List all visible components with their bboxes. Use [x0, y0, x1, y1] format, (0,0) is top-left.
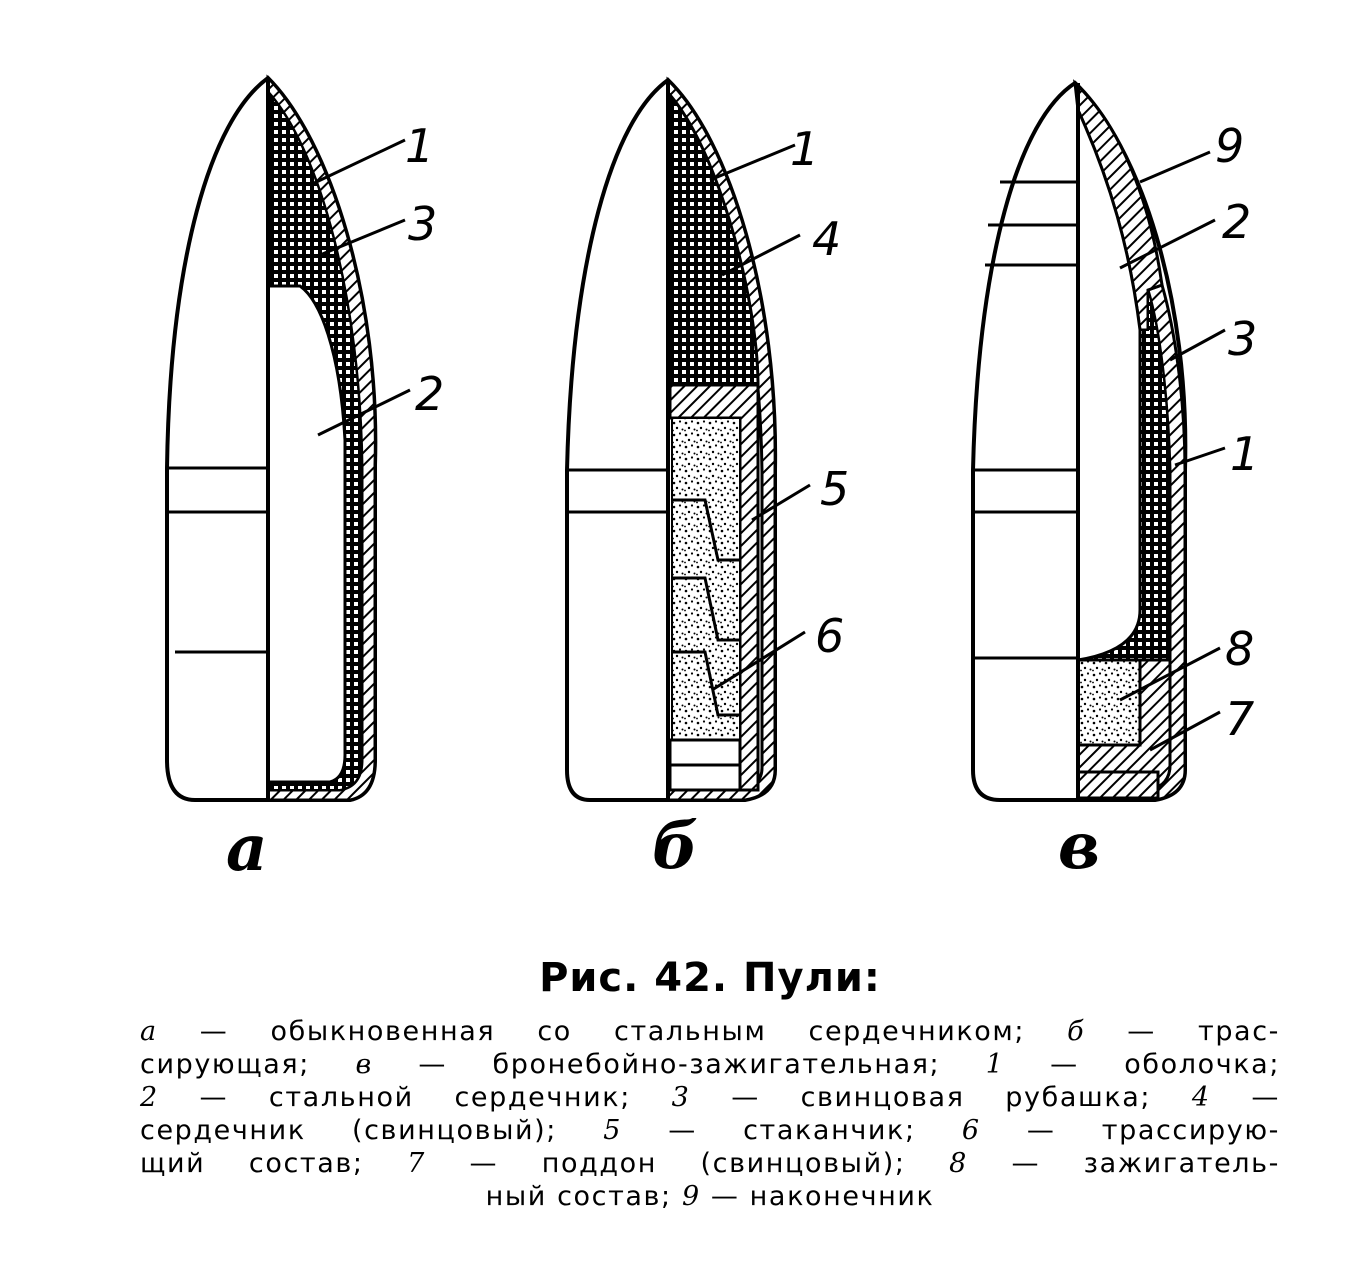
bullet-v-base-plate — [1076, 770, 1160, 800]
bullet-a: 1 3 2 а — [165, 74, 444, 886]
caption-text: — стальной сердечник; — [158, 1082, 672, 1113]
caption-line: ный состав; 9 — наконечник — [140, 1180, 1280, 1213]
bullet-a-steel-core — [266, 284, 347, 784]
bullet-b-lead-core — [668, 90, 760, 387]
caption-text: — свинцовая рубашка; — [690, 1082, 1192, 1113]
caption-text: — поддон (свинцовый); — [425, 1148, 950, 1179]
caption-key: 9 — [681, 1181, 701, 1212]
caption-key: б — [1067, 1016, 1086, 1047]
caption-line: 2 — стальной сердечник; 3 — свинцовая ру… — [140, 1081, 1280, 1114]
bullets-diagram: 1 3 2 а 1 4 5 6 б — [165, 74, 1259, 886]
panel-letter-v: в — [1058, 809, 1100, 884]
caption-text: — трассирую- — [980, 1115, 1280, 1146]
caption-text: — трас- — [1085, 1016, 1280, 1047]
callout-v-1: 1 — [1230, 427, 1259, 481]
callout-v-8: 8 — [1225, 622, 1254, 676]
callout-a-1: 1 — [405, 119, 434, 173]
callout-b-1: 1 — [790, 122, 819, 176]
caption-key: а — [140, 1016, 158, 1047]
caption-line: а — обыкновенная со стальным сердечником… — [140, 1015, 1280, 1048]
caption-key: 8 — [949, 1148, 968, 1179]
callout-b-4: 4 — [812, 212, 841, 266]
caption-key: 5 — [603, 1115, 623, 1146]
caption-text: — стаканчик; — [622, 1115, 962, 1146]
callout-b-5: 5 — [820, 462, 849, 516]
caption-text: — зажигатель- — [967, 1148, 1281, 1179]
callout-v-2: 2 — [1222, 195, 1251, 249]
caption-text: — бронебойно-зажигательная; — [372, 1049, 986, 1080]
caption-line: щий состав; 7 — поддон (свинцовый); 8 — … — [140, 1147, 1280, 1180]
caption-key: 3 — [671, 1082, 691, 1113]
caption-text: — — [1210, 1082, 1280, 1113]
callout-a-3: 3 — [408, 197, 437, 251]
caption-text: — обыкновенная со стальным сердечником; — [157, 1016, 1068, 1047]
caption-key: 6 — [961, 1115, 981, 1146]
caption-key: 4 — [1191, 1082, 1211, 1113]
caption-key: 1 — [985, 1049, 1005, 1080]
caption-line: сердечник (свинцовый); 5 — стаканчик; 6 … — [140, 1114, 1280, 1147]
caption-line: сирующая; в — бронебойно-зажигательная; … — [140, 1048, 1280, 1081]
callout-v-7: 7 — [1225, 692, 1254, 746]
caption-key: в — [355, 1049, 373, 1080]
figure-caption: Рис. 42. Пули: а — обыкновенная со сталь… — [140, 955, 1280, 1213]
caption-key: 7 — [407, 1148, 426, 1179]
panel-letter-a: а — [226, 811, 267, 886]
bullet-v: 9 2 3 1 8 7 в — [971, 79, 1259, 884]
callout-v-9: 9 — [1215, 119, 1244, 173]
bullet-v-steel-core — [1076, 109, 1142, 662]
caption-text: сердечник (свинцовый); — [140, 1115, 604, 1146]
bullet-v-incendiary — [1076, 658, 1142, 747]
caption-title: Рис. 42. Пули: — [539, 955, 881, 1001]
caption-key: 2 — [140, 1082, 159, 1113]
callout-v-3: 3 — [1228, 312, 1257, 366]
bullet-b: 1 4 5 6 б — [565, 76, 849, 884]
callout-b-6: 6 — [815, 609, 844, 663]
callout-a-2: 2 — [415, 367, 444, 421]
panel-letter-b: б — [652, 809, 698, 884]
caption-text: — оболочка; — [1004, 1049, 1281, 1080]
caption-text: — наконечник — [700, 1181, 935, 1212]
caption-text: ный состав; — [485, 1181, 682, 1212]
caption-text: щий состав; — [140, 1148, 408, 1179]
caption-text: сирующая; — [140, 1049, 356, 1080]
caption-legend: а — обыкновенная со стальным сердечником… — [140, 1015, 1280, 1213]
